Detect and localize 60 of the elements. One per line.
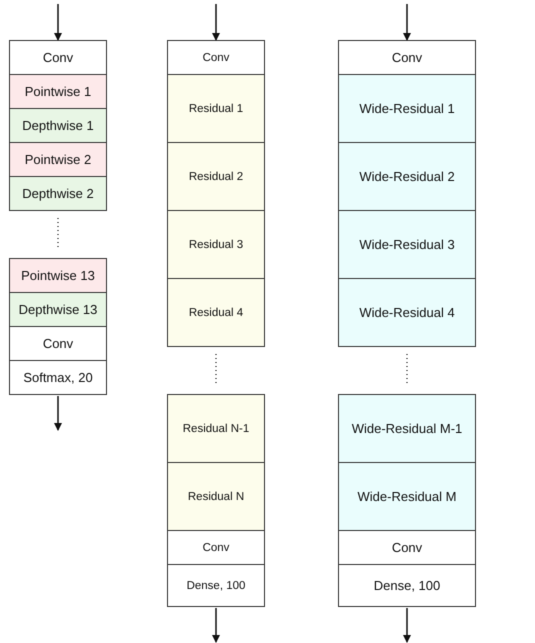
- layer-box: [338, 564, 476, 607]
- layer-box: [167, 394, 265, 463]
- layer-label: Softmax, 20: [23, 370, 93, 385]
- layer-label: Conv: [392, 540, 422, 555]
- layer-label: Conv: [42, 50, 74, 65]
- layer-box: [9, 326, 107, 361]
- layer-label: Residual 4: [188, 306, 244, 318]
- arrow: [403, 608, 411, 643]
- layer-box: [167, 142, 265, 211]
- layer-label: Depthwise 13: [18, 302, 98, 317]
- layer-label: Depthwise 2: [22, 186, 94, 201]
- layer-label: Wide-Residual M: [358, 489, 456, 504]
- layer-label: Residual N-1: [182, 422, 250, 434]
- arrow: [54, 396, 62, 431]
- layer-label: Conv: [392, 50, 422, 65]
- layer-box: [9, 142, 107, 177]
- layer-box: [338, 40, 476, 75]
- layer-box: [9, 108, 107, 143]
- layer-box: [167, 74, 265, 143]
- arrow: [212, 608, 220, 643]
- arrow: [212, 4, 220, 41]
- layer-box: [167, 278, 265, 347]
- layer-box: [9, 176, 107, 211]
- layer-label: Conv: [202, 52, 230, 64]
- layer-label: Dense, 100: [374, 578, 440, 593]
- layer-box: [167, 564, 265, 607]
- layer-label: Conv: [42, 336, 74, 351]
- layer-label: Residual 2: [188, 170, 244, 182]
- layer-box: [338, 74, 476, 143]
- layer-box: [167, 210, 265, 279]
- layer-label: Residual N: [188, 490, 244, 502]
- layer-box: [338, 210, 476, 279]
- layer-label: Wide-Residual 3: [359, 237, 455, 252]
- layer-label: Wide-Residual M-1: [352, 421, 462, 436]
- layer-box: [9, 292, 107, 327]
- layer-box: [167, 530, 265, 565]
- layer-label: Dense, 100: [186, 580, 246, 592]
- layer-box: [338, 278, 476, 347]
- layer-label: Wide-Residual 4: [359, 305, 455, 320]
- layer-box: [338, 142, 476, 211]
- layer-label: Wide-Residual 1: [359, 101, 455, 116]
- layer-box: [9, 40, 107, 75]
- layer-box: [9, 360, 107, 395]
- layer-box: [338, 530, 476, 565]
- layer-box: [9, 258, 107, 293]
- layer-label: Depthwise 1: [22, 118, 94, 133]
- layer-label: Pointwise 1: [24, 84, 92, 99]
- layer-label: Pointwise 13: [21, 268, 95, 283]
- layer-box: [338, 394, 476, 463]
- layer-label: Pointwise 2: [24, 152, 92, 167]
- layer-label: Conv: [202, 542, 230, 554]
- layer-label: Wide-Residual 2: [359, 169, 455, 184]
- layer-box: [167, 462, 265, 531]
- layer-box: [9, 74, 107, 109]
- layer-label: Residual 3: [188, 238, 244, 250]
- layer-box: [167, 40, 265, 75]
- layer-box: [338, 462, 476, 531]
- arrow: [403, 4, 411, 41]
- layer-label: Residual 1: [188, 102, 244, 114]
- arrow: [54, 4, 62, 41]
